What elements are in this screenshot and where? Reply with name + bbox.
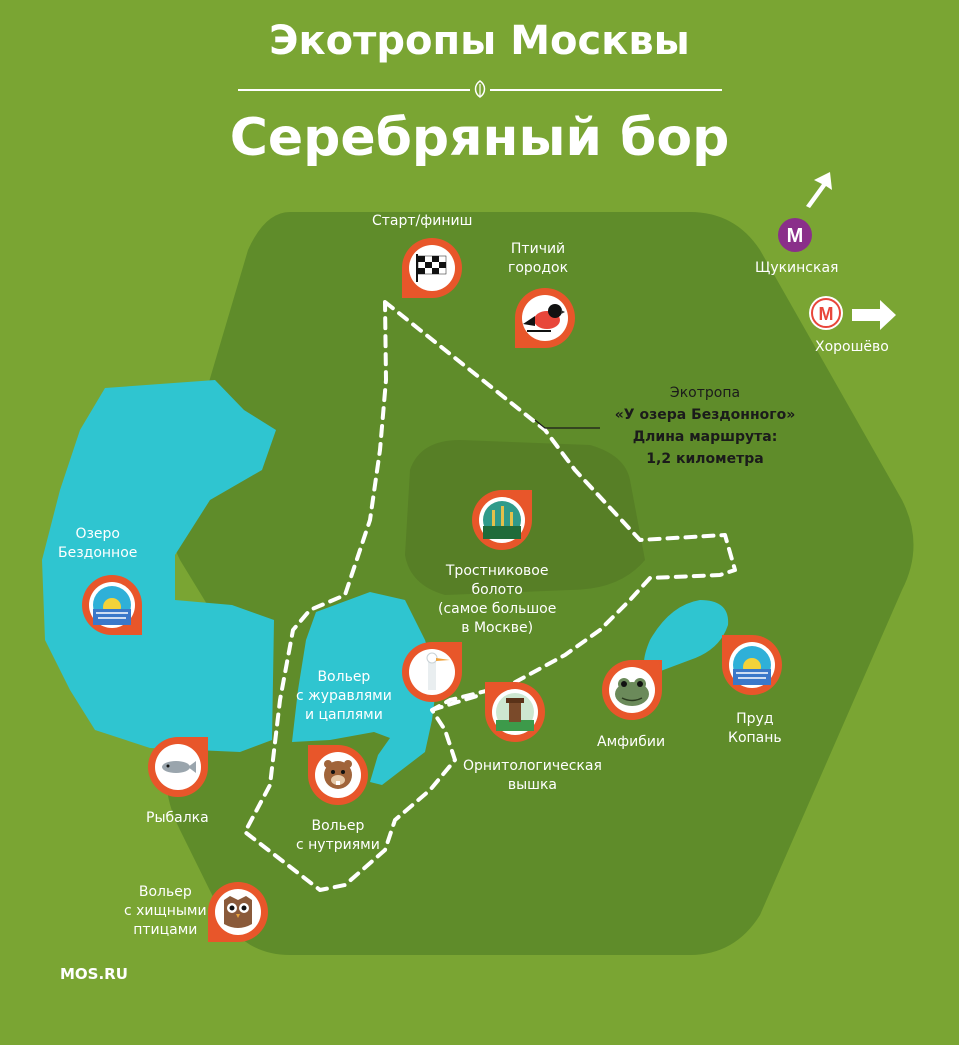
tower-marker bbox=[485, 682, 545, 742]
reeds-icon bbox=[483, 501, 521, 539]
brand-logo: MOS.RU bbox=[60, 965, 128, 983]
metro-station1-label: Щукинская bbox=[755, 260, 839, 276]
route-name-line2: «У озера Бездонного» bbox=[614, 407, 796, 423]
title-divider-left bbox=[238, 89, 470, 91]
route-name-line1: Экотропа bbox=[669, 385, 741, 401]
crane-aviary-marker bbox=[402, 642, 462, 702]
pond-kopan-marker bbox=[722, 635, 782, 695]
raptor-aviary-marker bbox=[208, 882, 268, 942]
fish-icon bbox=[162, 761, 196, 773]
bird-town-label: Птичий городок bbox=[508, 241, 569, 276]
map-title: Экотропы Москвы bbox=[269, 18, 690, 64]
amphibians-label: Амфибии bbox=[597, 734, 666, 750]
watchtower-icon bbox=[496, 693, 534, 731]
nutria-icon bbox=[324, 760, 352, 789]
reed-swamp-label: Тростниковое болото (самое большое в Мос… bbox=[438, 563, 557, 636]
title-divider-right bbox=[490, 89, 722, 91]
metro-m-icon: M bbox=[787, 225, 804, 247]
checkered-flag-icon bbox=[416, 254, 447, 282]
metro-m-icon: M bbox=[819, 304, 834, 324]
leaf-icon bbox=[474, 80, 486, 98]
bird-town-marker bbox=[515, 288, 575, 348]
arrow-northeast-icon bbox=[806, 172, 832, 208]
pond-kopan-label: Пруд Копань bbox=[728, 711, 782, 746]
route-info: Экотропа «У озера Бездонного» Длина марш… bbox=[600, 382, 810, 470]
reed-swamp-marker bbox=[472, 490, 532, 550]
route-label-leader bbox=[534, 419, 600, 429]
raptor-aviary-label: Вольер с хищными птицами bbox=[124, 884, 207, 938]
arrow-east-icon bbox=[852, 300, 896, 330]
bullfinch-icon bbox=[523, 304, 565, 332]
route-length-value: 1,2 километра bbox=[646, 451, 764, 467]
start-finish-marker bbox=[402, 238, 462, 298]
owl-icon bbox=[224, 896, 252, 928]
fishing-marker bbox=[148, 737, 208, 797]
map-subtitle: Серебряный бор bbox=[229, 108, 730, 168]
frog-icon bbox=[615, 678, 649, 706]
lake-label: Озеро Бездонное bbox=[58, 526, 138, 561]
sunset-water-icon bbox=[93, 586, 131, 625]
heron-icon bbox=[426, 652, 450, 690]
pond-kopan bbox=[644, 600, 729, 675]
crane-aviary-label: Вольер с журавлями и цаплями bbox=[296, 669, 392, 723]
nutria-aviary-marker bbox=[308, 745, 368, 805]
amphibians-marker bbox=[602, 660, 662, 720]
pond-central bbox=[292, 592, 437, 785]
tower-label: Орнитологическая вышка bbox=[463, 758, 602, 793]
metro-station2-label: Хорошёво bbox=[815, 339, 889, 355]
metro-station1-marker: M bbox=[778, 218, 812, 252]
route-length-label: Длина маршрута: bbox=[632, 429, 778, 445]
metro-station2-marker: M bbox=[809, 296, 843, 330]
fishing-label: Рыбалка bbox=[146, 810, 209, 826]
nutria-aviary-label: Вольер с нутриями bbox=[296, 818, 380, 853]
start-finish-label: Старт/финиш bbox=[372, 213, 473, 229]
sunset-water-icon bbox=[733, 646, 771, 685]
lake-marker bbox=[82, 575, 142, 635]
lake-bezdonnoe bbox=[42, 380, 276, 752]
eco-trail-route bbox=[243, 300, 737, 892]
